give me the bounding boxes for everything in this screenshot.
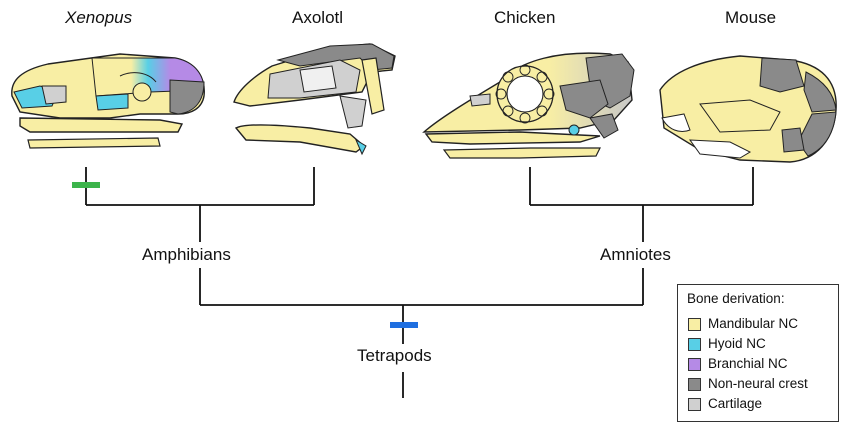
bone-derivation-legend: Bone derivation: Mandibular NC Hyoid NC … [677,284,839,422]
legend-swatch [688,318,701,331]
tetrapod-marker [390,322,418,328]
legend-label: Cartilage [708,396,762,411]
clade-label-amphibians: Amphibians [142,245,231,265]
legend-label: Mandibular NC [708,316,798,331]
legend-label: Non-neural crest [708,376,808,391]
species-label-xenopus: Xenopus [65,8,132,28]
xenopus-skull [12,54,204,148]
legend-swatch [688,338,701,351]
chicken-skull [424,53,634,158]
species-label-axolotl: Axolotl [292,8,343,28]
legend-swatch [688,358,701,371]
legend-swatch [688,378,701,391]
species-label-mouse: Mouse [725,8,776,28]
legend-swatch [688,398,701,411]
legend-title: Bone derivation: [687,291,785,306]
species-label-chicken: Chicken [494,8,555,28]
axolotl-skull [234,44,395,154]
clade-label-amniotes: Amniotes [600,245,671,265]
clade-label-tetrapods: Tetrapods [357,346,432,366]
legend-label: Branchial NC [708,356,788,371]
legend-label: Hyoid NC [708,336,766,351]
amphibian-marker [72,182,100,188]
mouse-skull [660,56,836,162]
